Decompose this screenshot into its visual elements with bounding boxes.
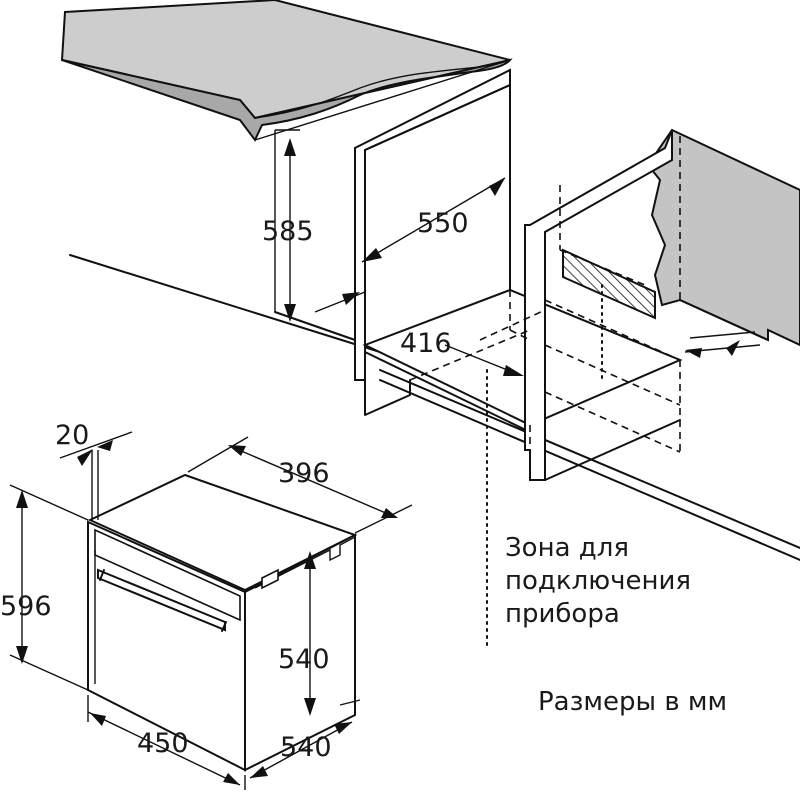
label-596: 596: [0, 591, 52, 622]
dim-oven-top-depth: 396: [187, 436, 413, 534]
side-wall: [646, 128, 800, 347]
countertop: [60, 0, 513, 142]
dim-niche-width: 416: [314, 291, 524, 376]
note-line-3: прибора: [505, 599, 620, 629]
oven-handle: [97, 568, 226, 632]
dim-wall-gap: [684, 331, 761, 358]
dim-oven-width: 450: [87, 695, 246, 790]
oven-knob: [261, 568, 279, 590]
connection-zone-note: Зона для подключения прибора: [505, 533, 691, 629]
label-450: 450: [137, 728, 189, 759]
note-line-1: Зона для: [505, 533, 629, 563]
oven: [87, 473, 358, 772]
label-416: 416: [400, 328, 452, 359]
units-note: Размеры в мм: [538, 687, 727, 717]
dim-front-thickness: 20: [55, 420, 133, 520]
dim-niche-depth: 550: [361, 177, 506, 263]
dim-oven-depth: 540: [249, 721, 353, 779]
note-line-2: подключения: [505, 566, 691, 596]
label-550: 550: [417, 208, 469, 239]
label-20: 20: [55, 420, 89, 451]
label-540-depth: 540: [280, 732, 332, 763]
dim-oven-body-height: 540: [278, 551, 361, 716]
connection-zone: [486, 248, 656, 651]
label-396: 396: [278, 458, 330, 489]
label-540-vertical: 540: [278, 644, 330, 675]
dim-oven-height: 596: [0, 484, 89, 691]
dim-niche-height: 585: [262, 129, 314, 322]
label-585: 585: [262, 216, 314, 247]
